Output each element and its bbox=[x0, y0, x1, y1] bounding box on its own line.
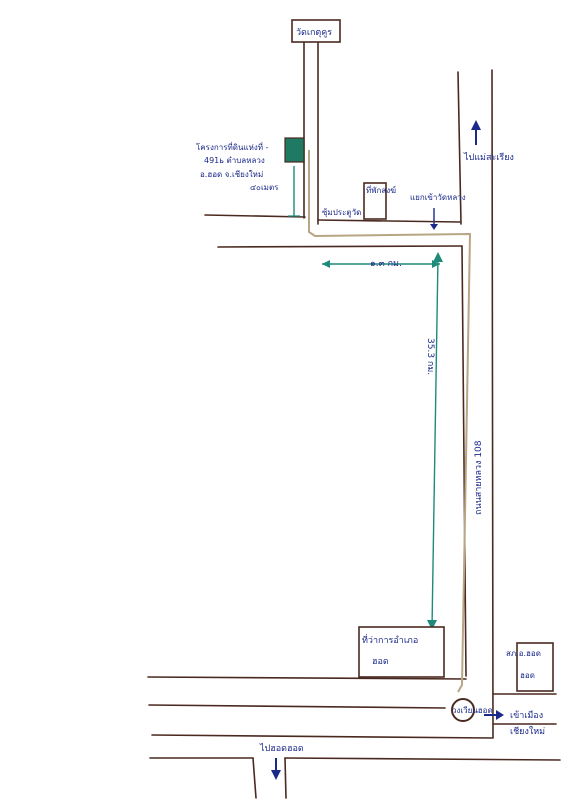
direction-north-label: ไปแม่สะเรียง bbox=[463, 152, 514, 163]
district-office-box bbox=[358, 626, 445, 678]
temple-name-label: วัดเกตุคูร bbox=[296, 28, 332, 38]
secondary-road-north-edge-west bbox=[204, 214, 306, 218]
district-office-line1: ที่ว่าการอำเภอ bbox=[362, 633, 418, 646]
roundabout-circle bbox=[451, 698, 475, 722]
bottom-road-south-edge bbox=[252, 757, 257, 799]
vertical-dimension-line bbox=[431, 255, 439, 629]
highway-east-edge bbox=[491, 69, 494, 739]
to-chiangmai-arrow-icon bbox=[496, 710, 504, 720]
south-arrow-icon bbox=[271, 770, 281, 780]
police-station-line2: ฮอด bbox=[520, 671, 535, 680]
project-site-building bbox=[284, 137, 305, 163]
bottom-road-north-edge bbox=[151, 734, 493, 739]
police-station-line1: สภ.อ.ฮอด bbox=[506, 649, 541, 658]
site-note-line1: โครงการที่ดินแห่งที่ - bbox=[196, 141, 269, 152]
vertical-dim-top-arrow bbox=[433, 252, 443, 262]
secondary-road-south-edge bbox=[217, 245, 463, 248]
horizontal-dimension-label: ๑.๓ กม. bbox=[370, 259, 402, 269]
site-note-line3: อ.ฮอด จ.เชียงใหม่ bbox=[200, 170, 263, 179]
highway-west-edge-upper bbox=[457, 71, 462, 225]
district-office-line2: ฮอด bbox=[372, 657, 389, 667]
bottom-road-lower-edge bbox=[284, 757, 561, 761]
vertical-dimension-label: 35.3 กม. bbox=[425, 338, 435, 375]
route-path bbox=[308, 150, 472, 693]
to-chiangmai-line2: เชียงใหม่ bbox=[510, 726, 545, 737]
lower-road-south-edge-west bbox=[148, 704, 446, 709]
direction-south-label: ไปฮอดฮอด bbox=[259, 743, 304, 754]
monk-house-box bbox=[363, 182, 387, 220]
secondary-road-north-edge-east bbox=[317, 219, 461, 223]
roundabout-label: วงเวียนฮอด bbox=[452, 706, 493, 715]
north-arrow-icon bbox=[471, 120, 481, 130]
main-road-label: ถนนสายหลวง 108 bbox=[474, 440, 484, 515]
bottom-road-south-edge-2 bbox=[284, 757, 287, 799]
small-vertical-dimension-label: ๔๐เมตร bbox=[250, 183, 279, 192]
horizontal-dim-left-arrow bbox=[322, 260, 330, 268]
police-station-box bbox=[516, 642, 554, 692]
monk-house-label: ที่พักสงฆ์ bbox=[366, 184, 396, 195]
to-chiangmai-line1: เข้าเมือง bbox=[510, 710, 543, 721]
site-note-line2: 491ь ตำบลหลวง bbox=[204, 156, 265, 165]
junction-label: แยกเข้าวัดหลวง bbox=[410, 193, 466, 202]
highway-west-edge-lower bbox=[461, 245, 467, 677]
junction-arrow-head bbox=[430, 224, 438, 230]
temple-name-box bbox=[291, 19, 341, 43]
gate-label: ซุ้มประตูวัด bbox=[322, 208, 361, 218]
lower-road-north-edge bbox=[147, 676, 467, 680]
vertical-dim-bottom-arrow bbox=[427, 620, 437, 630]
